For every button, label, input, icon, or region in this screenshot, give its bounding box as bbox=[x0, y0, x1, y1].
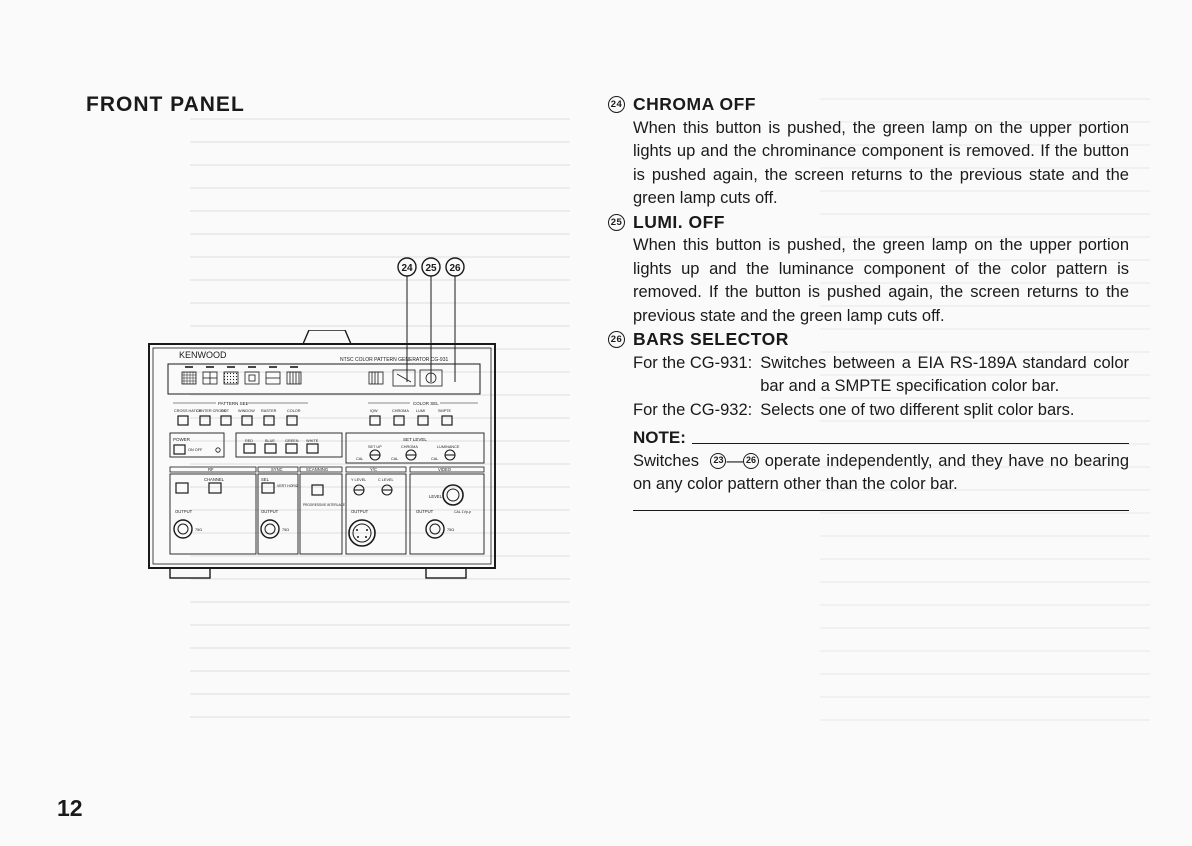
svg-text:CAL: CAL bbox=[356, 457, 363, 461]
svg-text:VERT HORIZ: VERT HORIZ bbox=[277, 484, 299, 488]
svg-text:Y LEVEL: Y LEVEL bbox=[351, 478, 366, 482]
section-24-title: 24 CHROMA OFF bbox=[608, 93, 1129, 117]
svg-text:GREEN: GREEN bbox=[285, 439, 299, 443]
bleed-through-texture-right bbox=[820, 98, 1150, 738]
note-from-number: 23 bbox=[710, 453, 727, 470]
svg-text:OUTPUT: OUTPUT bbox=[175, 509, 193, 514]
svg-text:CAL: CAL bbox=[431, 457, 438, 461]
right-column: 24 CHROMA OFF When this button is pushed… bbox=[608, 93, 1130, 511]
page-number: 12 bbox=[57, 795, 83, 821]
svg-text:RED: RED bbox=[245, 439, 253, 443]
svg-text:C LEVEL: C LEVEL bbox=[378, 478, 394, 482]
section-26-number: 26 bbox=[608, 331, 625, 349]
svg-text:25: 25 bbox=[425, 263, 437, 274]
svg-text:SMPTE: SMPTE bbox=[438, 409, 452, 413]
svg-text:DOT: DOT bbox=[221, 409, 230, 413]
section-24-number: 24 bbox=[608, 96, 625, 114]
svg-text:LUMI: LUMI bbox=[416, 409, 425, 413]
svg-text:CAL 1Vp-p: CAL 1Vp-p bbox=[454, 510, 471, 514]
front-panel-illustration: KENWOOD NTSC COLOR PATTERN GENERATOR CG-… bbox=[148, 330, 496, 579]
svg-text:LUMINANCE: LUMINANCE bbox=[437, 445, 460, 449]
section-25-title: 25 LUMI. OFF bbox=[608, 211, 1129, 235]
note-heading: NOTE: bbox=[633, 426, 1129, 450]
spec-cg932: For the CG-932: Selects one of two diffe… bbox=[633, 400, 1075, 419]
svg-text:SCANNING: SCANNING bbox=[306, 467, 328, 472]
section-24-body: When this button is pushed, the green la… bbox=[633, 118, 1129, 208]
svg-text:IQW: IQW bbox=[370, 409, 378, 413]
pattern-indicator-icons bbox=[181, 369, 443, 387]
section-26-title: 26 BARS SELECTOR bbox=[608, 328, 1129, 352]
svg-text:SET LEVEL: SET LEVEL bbox=[403, 437, 427, 442]
svg-text:PROGRESSIVE INTERLACE: PROGRESSIVE INTERLACE bbox=[303, 503, 345, 507]
spec-cg931: For the CG-931: Switches between a EIA R… bbox=[633, 353, 1129, 396]
svg-text:75Ω: 75Ω bbox=[195, 528, 202, 532]
svg-text:OUTPUT: OUTPUT bbox=[351, 509, 369, 514]
svg-text:COLOR: COLOR bbox=[287, 409, 301, 413]
svg-text:SET UP: SET UP bbox=[368, 445, 382, 449]
svg-text:CAL: CAL bbox=[391, 457, 398, 461]
svg-text:OUTPUT: OUTPUT bbox=[416, 509, 434, 514]
svg-text:WINDOW: WINDOW bbox=[238, 409, 255, 413]
section-25-number: 25 bbox=[608, 213, 625, 231]
note-body: Switches 23—26 operate independently, an… bbox=[633, 451, 1130, 494]
svg-text:CROSS HATCH: CROSS HATCH bbox=[174, 409, 202, 413]
bleed-through-texture bbox=[190, 118, 570, 738]
svg-text:ON OFF: ON OFF bbox=[188, 448, 203, 452]
svg-text:LEVEL: LEVEL bbox=[429, 494, 443, 499]
svg-text:COLOR SEL: COLOR SEL bbox=[413, 401, 439, 406]
svg-text:24: 24 bbox=[401, 263, 413, 274]
svg-text:75Ω: 75Ω bbox=[282, 528, 289, 532]
svg-text:RASTER: RASTER bbox=[261, 409, 277, 413]
svg-text:CHROMA: CHROMA bbox=[392, 409, 409, 413]
section-25-body: When this button is pushed, the green la… bbox=[633, 236, 1129, 325]
svg-text:Y/C: Y/C bbox=[370, 467, 377, 472]
svg-text:PATTERN SEL: PATTERN SEL bbox=[218, 401, 249, 406]
svg-text:VIDEO: VIDEO bbox=[438, 467, 452, 472]
svg-text:CHANNEL: CHANNEL bbox=[204, 477, 225, 482]
model-title: NTSC COLOR PATTERN GENERATOR CG-931 bbox=[340, 357, 448, 363]
svg-text:SYNC: SYNC bbox=[271, 467, 283, 472]
page-heading: FRONT PANEL bbox=[86, 93, 245, 116]
svg-text:75Ω: 75Ω bbox=[447, 528, 454, 532]
svg-text:POWER: POWER bbox=[173, 437, 191, 442]
brand-label: KENWOOD bbox=[179, 350, 227, 360]
svg-text:RF: RF bbox=[208, 467, 214, 472]
svg-text:WHITE: WHITE bbox=[306, 439, 319, 443]
note-end-rule bbox=[633, 509, 1129, 511]
note-to-number: 26 bbox=[742, 453, 759, 470]
svg-text:CENTER CROSS: CENTER CROSS bbox=[196, 409, 227, 413]
svg-text:OUTPUT: OUTPUT bbox=[261, 509, 279, 514]
svg-text:BLUE: BLUE bbox=[265, 439, 275, 443]
svg-text:CHROMA: CHROMA bbox=[401, 445, 418, 449]
svg-text:26: 26 bbox=[449, 263, 461, 274]
svg-text:SEL: SEL bbox=[261, 477, 270, 482]
